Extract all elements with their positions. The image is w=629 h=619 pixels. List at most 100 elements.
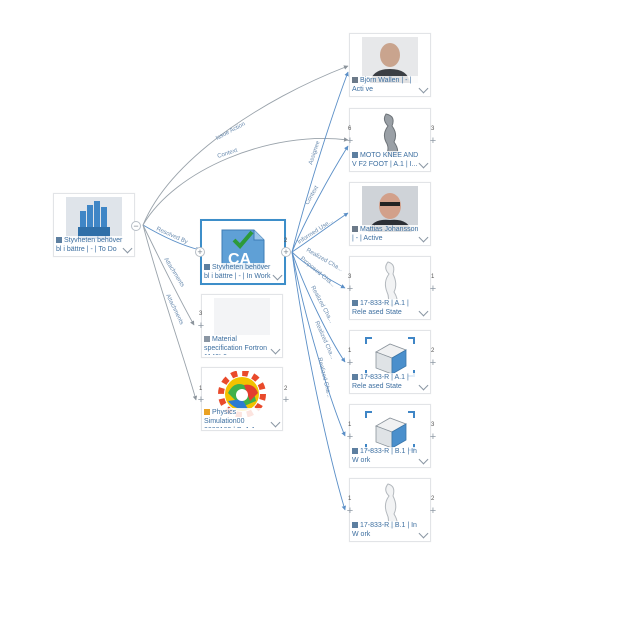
node-833b-leg-label: 17-833-R | B.1 | In W ork [352, 521, 420, 539]
edge-ca-833b-box[interactable] [291, 251, 346, 437]
node-person-bjorn[interactable]: Björn Wallen | - | Acti ve [349, 33, 431, 97]
node-833b-leg[interactable]: 17-833-R | B.1 | In W ork [349, 478, 431, 542]
right-count: 1 [431, 274, 435, 280]
chevron-down-icon[interactable] [418, 83, 429, 94]
left-count: 1 [348, 348, 352, 354]
edge-ca-833a-box[interactable] [291, 251, 346, 363]
left-count: 6 [348, 126, 352, 132]
expand-left-plus[interactable]: + [346, 505, 354, 517]
node-bjorn-label: Björn Wallen | - | Acti ve [352, 76, 420, 94]
expand-left-plus[interactable]: + [346, 283, 354, 295]
edge-label-assignee: Assignee [308, 140, 322, 166]
part-icon [352, 522, 358, 528]
right-count: 2 [284, 386, 288, 392]
expand-right-plus[interactable]: + [282, 394, 290, 406]
node-person-mattias[interactable]: Mattias Johansson | - | Active [349, 182, 431, 246]
edge-ca-833b-leg[interactable] [291, 251, 346, 511]
right-count: 3 [431, 126, 435, 132]
edge-root-ca[interactable] [142, 224, 201, 252]
edge-root-moto[interactable] [142, 137, 349, 226]
node-moto-knee[interactable]: MOTO KNEE AND V F2 FOOT | A.1 | I... [349, 108, 431, 172]
expand-left-plus[interactable]: + [346, 431, 354, 443]
node-833b-box-label: 17-833-R | B.1 | In W ork [352, 447, 420, 465]
node-change-action[interactable]: CA Styvheten behöver bl i bättre | - | I… [200, 219, 286, 285]
edge-root-physics[interactable] [142, 224, 198, 401]
edge-root-bjorn[interactable] [142, 65, 349, 226]
edge-label-resolved-by: Resolved By [155, 226, 188, 245]
left-count: 1 [348, 422, 352, 428]
expand-right-plus[interactable]: + [429, 135, 437, 147]
node-root[interactable]: Styvheten behöver bl i bättre | - | To D… [53, 193, 135, 257]
right-count: 3 [431, 422, 435, 428]
chevron-down-icon[interactable] [418, 528, 429, 539]
expand-right-plus[interactable]: + [429, 431, 437, 443]
node-material-spec[interactable]: Material specification Fortron 1140L6 -.… [201, 294, 283, 358]
edge-label-attachments: Attachments [162, 257, 185, 288]
chevron-down-icon[interactable] [418, 454, 429, 465]
edge-ca-833a-released[interactable] [291, 251, 346, 289]
chevron-down-icon[interactable] [122, 243, 133, 254]
part-icon [352, 152, 358, 158]
node-root-label: Styvheten behöver bl i bättre | - | To D… [56, 236, 124, 254]
left-count: 3 [199, 311, 203, 317]
change-action-icon [204, 264, 210, 270]
edge-label-realized-cha-4: Realized Cha... [316, 357, 332, 399]
ca-thumb: CA [216, 224, 272, 270]
expand-left-plus[interactable]: + [197, 320, 205, 332]
node-material-label: Material specification Fortron 1140L6 -.… [204, 335, 272, 355]
node-833b-box[interactable]: 17-833-R | B.1 | In W ork [349, 404, 431, 468]
expand-left-plus[interactable]: + [346, 135, 354, 147]
left-count: 1 [199, 386, 203, 392]
issue-type-icon [56, 237, 62, 243]
expand-right-plus[interactable]: + [429, 505, 437, 517]
simulation-icon [204, 409, 210, 415]
edge-label-realized-cha-2: Realized Cha... [309, 285, 334, 324]
chevron-down-icon[interactable] [270, 417, 281, 428]
node-833a-released-leg[interactable]: 17-833-R | A.1 | Rele ased State [349, 256, 431, 320]
expand-left-plus[interactable]: + [197, 394, 205, 406]
edge-root-material[interactable] [142, 224, 195, 326]
edge-label-issue-action: Issue Action [215, 121, 246, 141]
right-count: 2 [431, 348, 435, 354]
expand-left-plus[interactable]: + [346, 357, 354, 369]
chevron-down-icon[interactable] [272, 270, 283, 281]
edge-ca-mattias[interactable] [291, 212, 349, 253]
collapse-button[interactable]: − [131, 221, 141, 231]
part-icon [352, 300, 358, 306]
hand-thumb [66, 197, 122, 243]
box-thumb [362, 408, 418, 454]
document-icon [204, 336, 210, 342]
part-icon [352, 448, 358, 454]
part-icon [352, 374, 358, 380]
expand-right-plus[interactable]: + [429, 357, 437, 369]
leg-thumb [362, 482, 418, 528]
chevron-down-icon[interactable] [270, 344, 281, 355]
chevron-down-icon[interactable] [418, 306, 429, 317]
edge-label-context-2: Context [305, 185, 321, 206]
node-833a-box[interactable]: 17-833-R | A.1 | Rele ased State [349, 330, 431, 394]
expand-right-plus[interactable]: + [429, 283, 437, 295]
expand-left-button[interactable]: + [195, 247, 205, 257]
edge-ca-bjorn[interactable] [291, 71, 349, 253]
person-icon [352, 77, 358, 83]
node-moto-label: MOTO KNEE AND V F2 FOOT | A.1 | I... [352, 151, 420, 169]
node-833a-box-label: 17-833-R | A.1 | Rele ased State [352, 373, 420, 391]
leg-thumb [362, 112, 418, 158]
left-count: 3 [348, 274, 352, 280]
node-physics-label: Physics Simulation00 0000162 | B_1.1 ... [204, 408, 272, 428]
node-ca-label: Styvheten behöver bl i bättre | - | In W… [204, 263, 274, 281]
edge-label-attachments-2: Attachments [164, 293, 184, 326]
person-icon [352, 226, 358, 232]
chevron-down-icon[interactable] [418, 232, 429, 243]
node-mattias-label: Mattias Johansson | - | Active [352, 225, 420, 243]
right-count: 2 [431, 496, 435, 502]
right-count: 2 [284, 238, 288, 244]
node-physics-simulation[interactable]: Physics Simulation00 0000162 | B_1.1 ... [201, 367, 283, 431]
chevron-down-icon[interactable] [418, 158, 429, 169]
chevron-down-icon[interactable] [418, 380, 429, 391]
edge-ca-moto[interactable] [291, 145, 349, 253]
leg-thumb [362, 260, 418, 306]
edge-label-informed-user: Informed Use... [297, 218, 335, 246]
expand-right-button[interactable]: + [281, 247, 291, 257]
